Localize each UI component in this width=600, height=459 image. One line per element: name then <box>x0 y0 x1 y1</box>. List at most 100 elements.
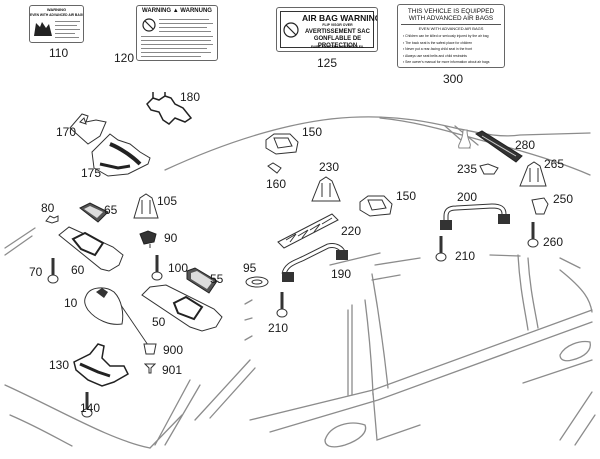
window-top-2 <box>374 257 421 266</box>
part-100-screw[interactable] <box>150 255 164 281</box>
part-150-clip-b[interactable] <box>358 194 394 218</box>
part-80-clip[interactable] <box>44 213 60 225</box>
left-stubs <box>244 299 253 341</box>
part-170-trim-cover[interactable] <box>68 110 110 146</box>
dash-curve <box>4 384 151 449</box>
callout-235[interactable]: 235 <box>457 162 478 176</box>
part-900-bulb-socket[interactable] <box>142 342 158 358</box>
label-110-airbag-warning[interactable]: WARNING EVEN WITH ADVANCED AIR BAGS <box>29 5 84 43</box>
callout-220[interactable]: 220 <box>341 224 362 238</box>
front-door-handle <box>324 422 367 448</box>
bullet: ▪ Children can be killed or seriously in… <box>403 34 489 38</box>
dash-curve-2 <box>9 414 73 447</box>
callout-150b[interactable]: 150 <box>396 189 417 203</box>
callout-210a[interactable]: 210 <box>268 321 289 335</box>
part-901-bulb[interactable] <box>144 362 156 374</box>
part-10-dome-light-housing[interactable] <box>80 282 128 328</box>
callout-300[interactable]: 300 <box>443 72 464 86</box>
label-125-air-bag-warning[interactable]: AIR BAG WARNING FLIP VISOR OVER AVERTISS… <box>276 7 378 52</box>
part-60-sun-visor-left[interactable] <box>57 225 127 273</box>
part-160-clip[interactable] <box>267 162 283 174</box>
part-230-bracket[interactable] <box>310 175 342 205</box>
part-190-grab-handle[interactable] <box>280 240 350 286</box>
bullet: ▪ Always use seat belts and child restra… <box>403 53 467 58</box>
child-seat-pictogram-icon <box>34 22 52 36</box>
callout-170[interactable]: 170 <box>56 125 77 139</box>
callout-260[interactable]: 260 <box>543 235 564 249</box>
bullet: ▪ The back seat is the safest place for … <box>403 40 473 45</box>
callout-140[interactable]: 140 <box>80 401 101 415</box>
callout-125[interactable]: 125 <box>317 56 338 70</box>
callout-190[interactable]: 190 <box>331 267 352 281</box>
part-90-clip[interactable] <box>138 230 158 250</box>
part-200-grab-handle[interactable] <box>440 198 510 234</box>
label-120-warning-warnung[interactable]: WARNING ▲ WARNUNG <box>136 5 218 61</box>
callout-280[interactable]: 280 <box>515 138 536 152</box>
part-95-cover[interactable] <box>244 275 270 289</box>
callout-900[interactable]: 900 <box>163 343 184 357</box>
callout-100[interactable]: 100 <box>168 261 189 275</box>
part-50-sun-visor-right[interactable] <box>140 283 226 333</box>
callout-150a[interactable]: 150 <box>302 125 323 139</box>
callout-80[interactable]: 80 <box>41 201 55 215</box>
label-125-sub2: FAIRE PIVOTER LE PARE SOLEIL <box>311 45 364 49</box>
windshield-edge <box>154 379 201 446</box>
rear-door-handle <box>559 340 591 362</box>
rear-window <box>559 269 593 313</box>
callout-200[interactable]: 200 <box>457 190 478 204</box>
rear-window-top <box>489 254 581 269</box>
callout-10[interactable]: 10 <box>64 296 78 310</box>
callout-180[interactable]: 180 <box>180 90 201 104</box>
callout-901[interactable]: 901 <box>162 363 183 377</box>
callout-50[interactable]: 50 <box>152 315 166 329</box>
part-105-bracket[interactable] <box>130 192 162 222</box>
front-door-frame <box>371 273 389 389</box>
label-125-heading: AIR BAG WARNING <box>302 13 378 23</box>
callout-175[interactable]: 175 <box>81 166 102 180</box>
part-260-screw[interactable] <box>526 222 540 248</box>
part-265-bracket[interactable] <box>518 160 548 190</box>
part-140-screw[interactable] <box>80 392 94 418</box>
callout-90[interactable]: 90 <box>164 231 178 245</box>
label-110-subheading: EVEN WITH ADVANCED AIR BAGS <box>30 13 84 17</box>
part-150-clip-a[interactable] <box>264 132 300 156</box>
label-125-heading-fr: AVERTISSEMENT SAC GONFLABLE DE PROTECTIO… <box>305 29 370 49</box>
callout-110[interactable]: 110 <box>49 46 69 60</box>
part-220-trim-strip[interactable] <box>276 210 342 250</box>
part-250-cap[interactable] <box>530 196 550 216</box>
part-55-mirror[interactable] <box>183 267 219 295</box>
part-130-mounting-bracket[interactable] <box>70 340 134 394</box>
rear-door-lower <box>522 359 593 384</box>
callout-65[interactable]: 65 <box>104 203 118 217</box>
callout-120[interactable]: 120 <box>114 51 135 65</box>
callout-70[interactable]: 70 <box>29 265 43 279</box>
label-300-heading: THIS VEHICLE IS EQUIPPED WITH ADVANCED A… <box>407 8 495 22</box>
callout-60[interactable]: 60 <box>71 263 85 277</box>
part-235-clip[interactable] <box>478 162 500 176</box>
c-pillar-2 <box>527 257 539 329</box>
part-180-bracket[interactable] <box>145 92 195 128</box>
callout-105[interactable]: 105 <box>157 194 178 208</box>
callout-95[interactable]: 95 <box>243 261 257 275</box>
part-65-mirror[interactable] <box>78 202 110 224</box>
part-210-screw-a[interactable] <box>275 292 289 318</box>
a-pillar-left <box>4 227 36 249</box>
callout-210b[interactable]: 210 <box>455 249 476 263</box>
callout-230[interactable]: 230 <box>319 160 340 174</box>
part-280-trim-strip[interactable] <box>474 130 524 164</box>
a-pillar <box>194 359 256 421</box>
callout-250[interactable]: 250 <box>553 192 574 206</box>
callout-55[interactable]: 55 <box>210 272 224 286</box>
label-125-sub1: FLIP VISOR OVER <box>322 23 353 27</box>
a-pillar-left-2 <box>4 235 33 256</box>
callout-130[interactable]: 130 <box>49 358 70 372</box>
no-child-seat-icon <box>142 18 156 32</box>
callout-160[interactable]: 160 <box>266 177 287 191</box>
part-70-screw[interactable] <box>47 258 59 284</box>
label-300-advanced-airbags[interactable]: THIS VEHICLE IS EQUIPPED WITH ADVANCED A… <box>397 4 505 68</box>
part-210-screw-b[interactable] <box>434 236 448 262</box>
callout-265[interactable]: 265 <box>544 157 565 171</box>
part-175-overhead-console[interactable] <box>88 130 158 178</box>
